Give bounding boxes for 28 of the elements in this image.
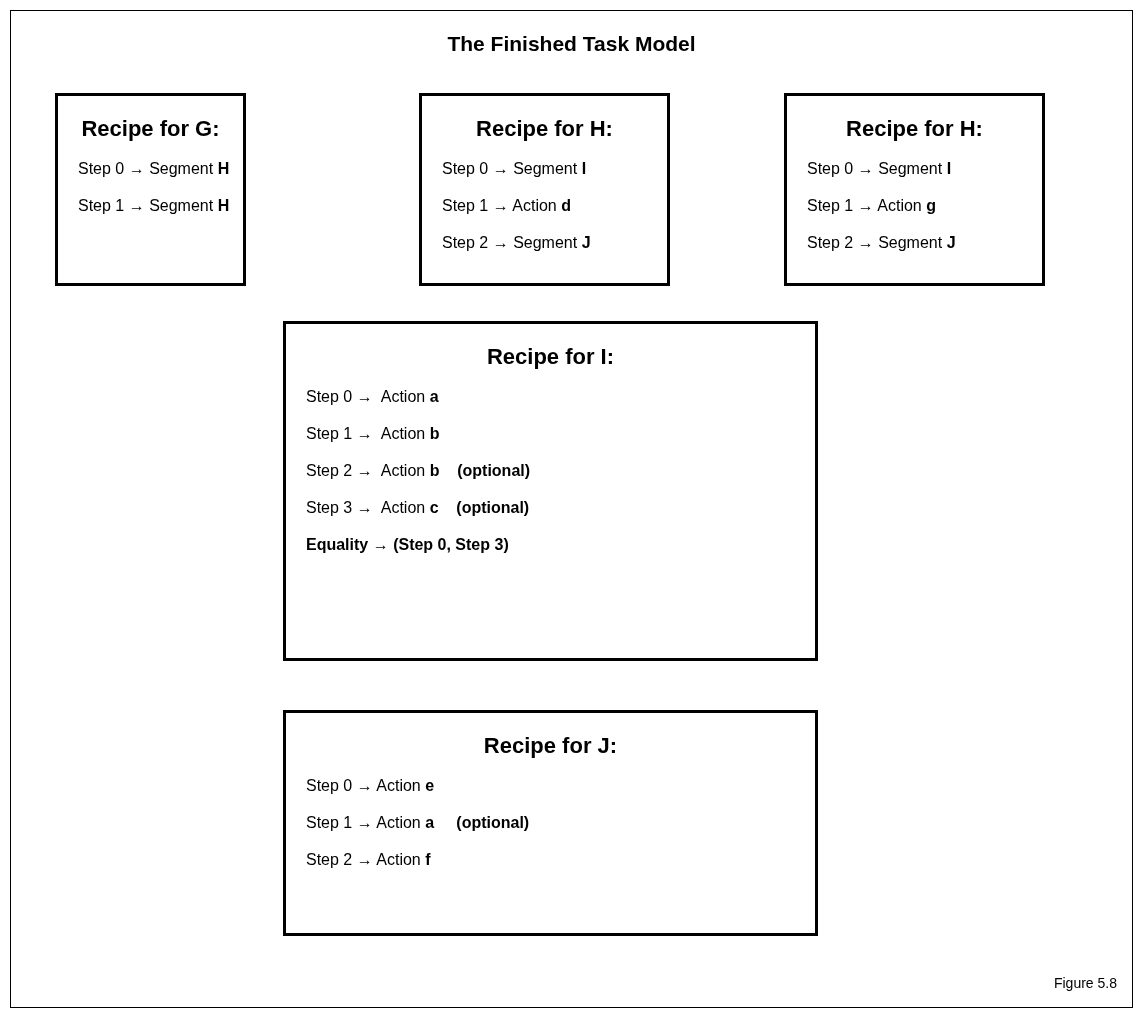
diagram-title: The Finished Task Model: [446, 32, 697, 56]
recipe-box: [283, 710, 818, 936]
recipe-step: Step 0 → Segment H: [78, 150, 230, 187]
recipe-box: [283, 321, 818, 661]
recipe-step: Step 3 → Action c (optional): [306, 489, 530, 526]
recipe-box: [55, 93, 246, 286]
box-heading: Recipe for J:: [482, 733, 619, 759]
recipe-step: Step 2 → Segment J: [807, 224, 956, 261]
recipe-step: Step 1 → Segment H: [78, 187, 230, 224]
recipe-step: Step 0 → Segment I: [442, 150, 587, 187]
recipe-step: Step 1 → Action b: [306, 415, 440, 452]
recipe-box: [784, 93, 1045, 286]
recipe-step: Step 2 → Action f: [306, 841, 431, 878]
box-heading: Recipe for I:: [485, 344, 616, 370]
figure-caption: Figure 5.8: [1053, 975, 1117, 991]
recipe-step: Step 1 → Action g: [807, 187, 936, 224]
recipe-box: [419, 93, 670, 286]
recipe-step: Step 2 → Segment J: [442, 224, 591, 261]
recipe-step: Step 0 → Action a: [306, 378, 439, 415]
recipe-step: Step 2 → Action b (optional): [306, 452, 531, 489]
box-heading: Recipe for H:: [845, 116, 984, 142]
recipe-step: Step 1 → Action a (optional): [306, 804, 530, 841]
recipe-step: Step 0 → Action e: [306, 767, 435, 804]
box-heading: Recipe for H:: [475, 116, 614, 142]
recipe-step: Equality → (Step 0, Step 3): [306, 526, 509, 563]
recipe-step: Step 1 → Action d: [442, 187, 571, 224]
box-heading: Recipe for G:: [80, 116, 221, 142]
recipe-step: Step 0 → Segment I: [807, 150, 952, 187]
